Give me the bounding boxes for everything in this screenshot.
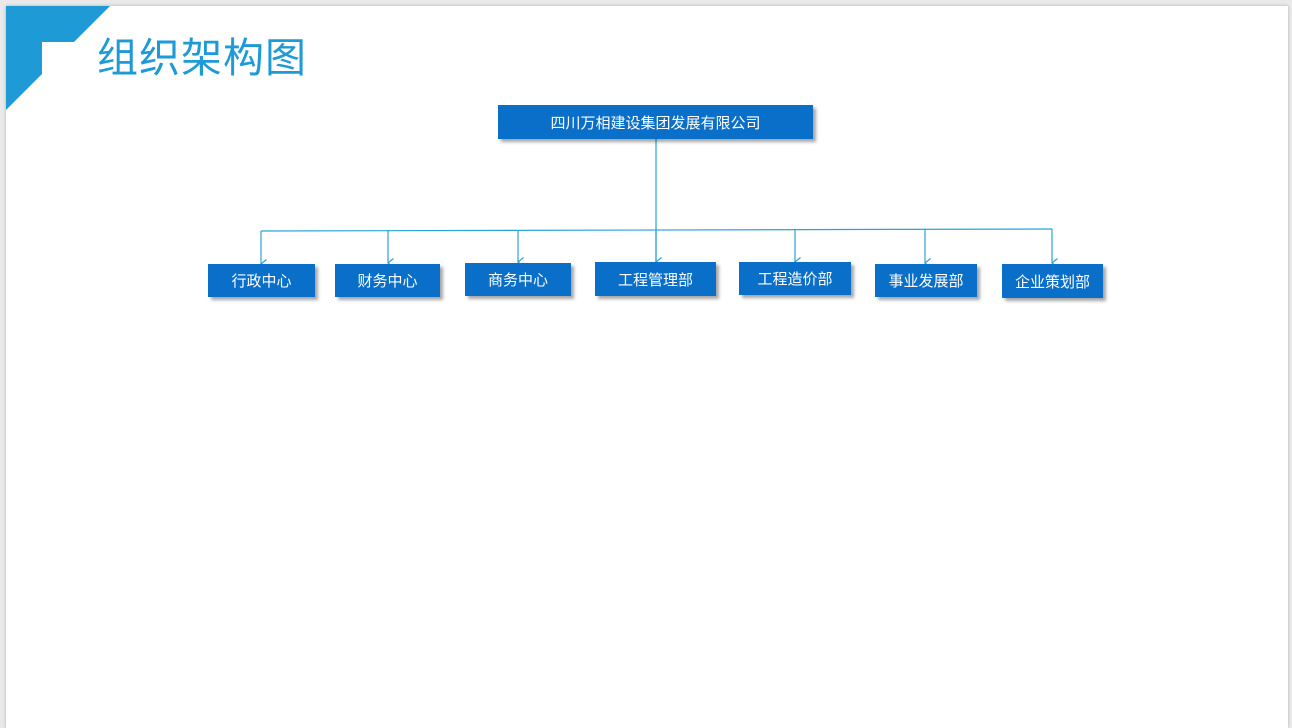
org-dept-corporate-planning: 企业策划部 [1002,264,1103,298]
page-title: 组织架构图 [97,34,307,82]
org-dept-engineering-management: 工程管理部 [595,262,716,296]
org-dept-finance: 财务中心 [335,264,440,297]
org-dept-administration: 行政中心 [208,264,315,297]
corner-accent-shape [6,6,110,110]
horizontal-bus-line [260,228,1053,232]
org-root-company: 四川万相建设集团发展有限公司 [498,105,813,139]
org-dept-cost-estimation: 工程造价部 [739,262,851,295]
org-dept-business: 商务中心 [465,263,571,296]
slide: 组织架构图 四川万相建设集团发展有限公司 行政中心 财务中心 商务中心 工程管理… [6,6,1288,728]
org-dept-business-development: 事业发展部 [875,264,977,297]
